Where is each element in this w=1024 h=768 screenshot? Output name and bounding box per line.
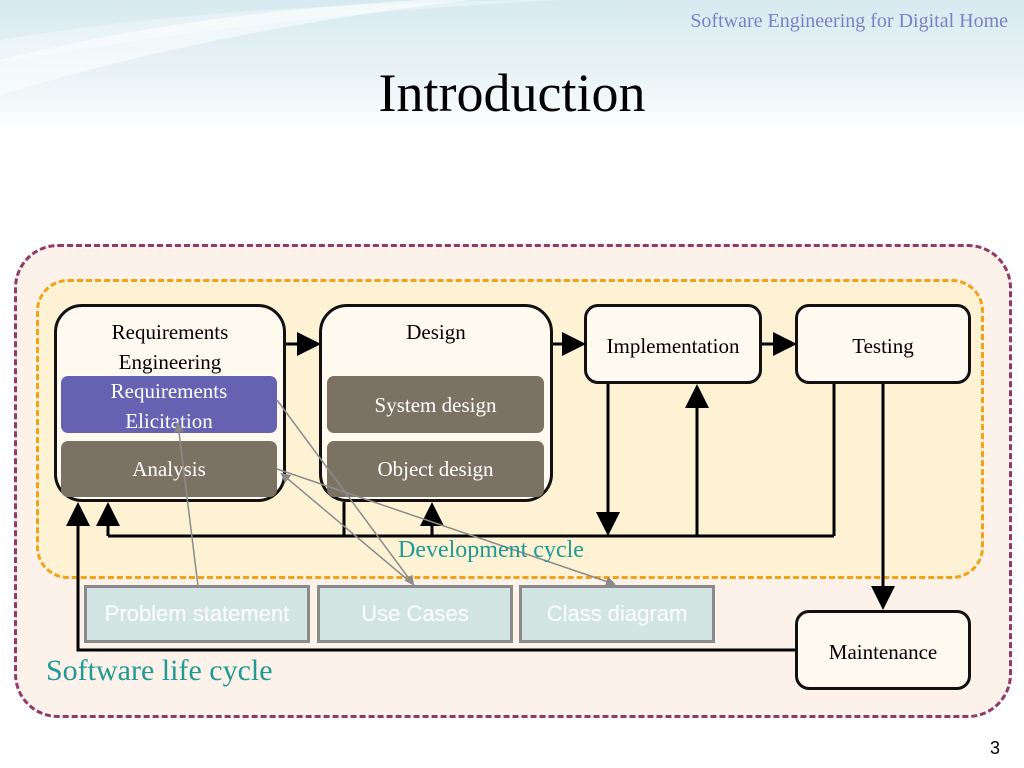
development-cycle-label: Development cycle	[398, 537, 584, 563]
link-problem-statement-to-elicitation	[174, 422, 199, 587]
implementation-phase: Implementation	[584, 304, 762, 384]
problem-statement-artifact: Problem statement	[84, 585, 310, 643]
requirements-elicitation-activity: Requirements Elicitation	[61, 376, 277, 433]
requirements-engineering-label: Requirements Engineering	[111, 320, 229, 374]
object-design-activity: Object design	[327, 441, 544, 497]
header-band	[0, 0, 1024, 132]
use-cases-artifact: Use Cases	[317, 585, 513, 643]
analysis-activity: Analysis	[61, 441, 277, 497]
maintenance-loop	[66, 502, 795, 652]
maintenance-phase: Maintenance	[795, 610, 971, 690]
testing-label: Testing	[852, 334, 914, 358]
slide-title: Introduction	[378, 63, 646, 123]
system-design-activity: System design	[327, 376, 544, 433]
design-label: Design	[406, 320, 466, 344]
header-swoosh-decoration	[0, 0, 560, 95]
implementation-label: Implementation	[606, 334, 740, 358]
link-analysis-to-class-diagram	[276, 468, 616, 587]
class-diagram-artifact: Class diagram	[519, 585, 715, 643]
presentation-subtitle: Software Engineering for Digital Home	[690, 10, 1008, 32]
link-use-cases-to-analysis	[280, 472, 416, 587]
page-number: 3	[989, 738, 1000, 758]
software-life-cycle-label: Software life cycle	[46, 654, 273, 687]
maintenance-label: Maintenance	[828, 640, 938, 664]
